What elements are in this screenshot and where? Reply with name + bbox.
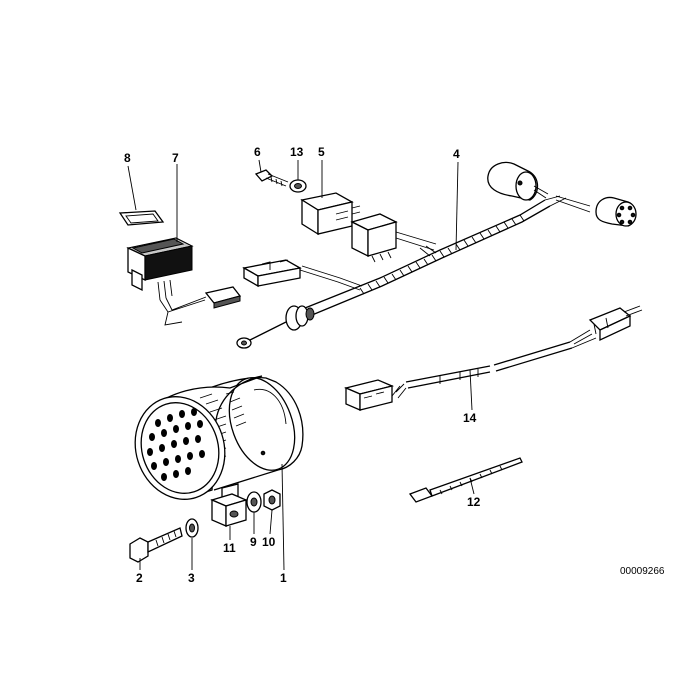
part-3-lock-washer: [185, 518, 199, 538]
leader-lines: [127, 159, 475, 571]
callout-13: 13: [290, 145, 304, 159]
part-14-cable: [343, 305, 643, 411]
callout-1: 1: [280, 571, 287, 585]
callout-2: 2: [136, 571, 143, 585]
part-1-lamp: [134, 375, 304, 503]
callout-6: 6: [254, 145, 261, 159]
callout-14: 14: [463, 411, 477, 425]
part-5-relay-lower: [350, 213, 437, 263]
part-13-washer: [289, 179, 307, 193]
part-6-screw: [254, 169, 289, 187]
part-12-cable-tie: [408, 457, 523, 503]
part-7-switch: [126, 237, 242, 326]
part-8-label-sticker: [118, 210, 165, 226]
callout-11: 11: [223, 541, 236, 555]
callout-5: 5: [318, 145, 325, 159]
callout-7: 7: [172, 151, 179, 165]
part-4-wiring-harness: [236, 161, 637, 349]
callout-3: 3: [188, 571, 195, 585]
callout-numbers: 8 7 6 13 5 4 14 12 11 9 10 2 3 1: [124, 145, 481, 585]
part-10-nut: [263, 489, 281, 511]
callout-10: 10: [262, 535, 276, 549]
callout-4: 4: [453, 147, 460, 161]
part-9-washer: [246, 491, 262, 513]
callout-9: 9: [250, 535, 257, 549]
diagram-reference-code: 00009266: [620, 566, 665, 577]
callout-12: 12: [467, 495, 481, 509]
part-2-bolt: [129, 527, 183, 563]
callout-8: 8: [124, 151, 131, 165]
part-11-bracket: [210, 493, 248, 527]
part-5-relay-upper: [300, 192, 361, 236]
